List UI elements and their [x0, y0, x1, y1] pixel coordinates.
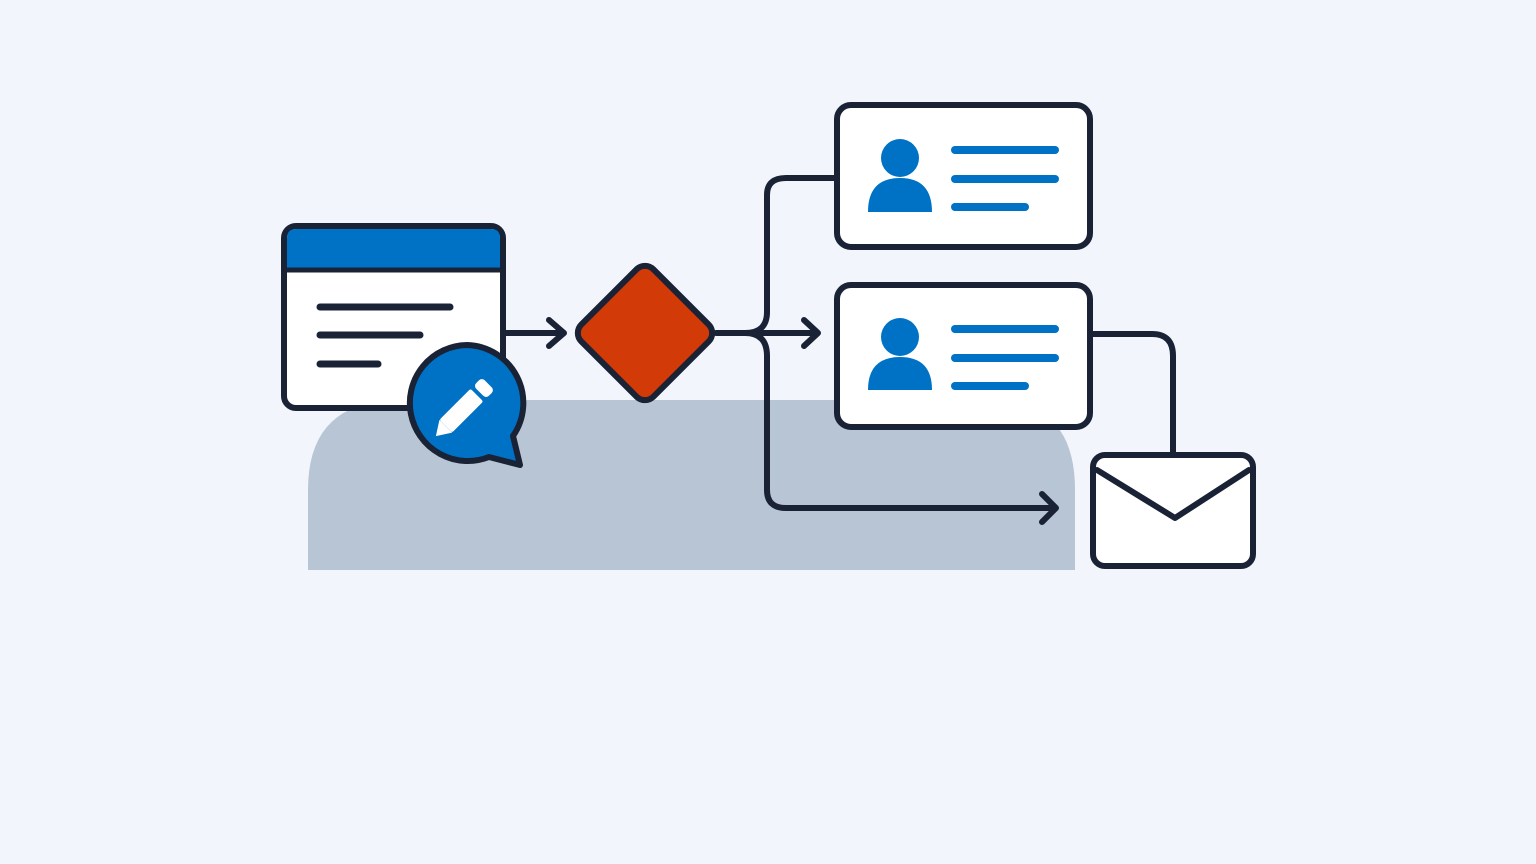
- edge-decision-to-email: [742, 330, 1057, 511]
- contact-card-1: [834, 102, 1093, 250]
- form-window-titlebar: [287, 229, 500, 270]
- diamond-icon: [574, 262, 716, 404]
- contact-card-2: [834, 282, 1093, 430]
- pencil-icon: [435, 379, 493, 437]
- arrowhead-email: [1039, 491, 1059, 525]
- user-icon: [868, 318, 932, 390]
- edge-card-2-to-email: [1085, 331, 1176, 458]
- connectors: [497, 175, 1176, 525]
- pencil-chat-icon: [406, 342, 527, 468]
- arrowhead-card-2: [801, 317, 821, 349]
- user-icon: [868, 139, 932, 212]
- edge-decision-to-card-1: [742, 175, 841, 336]
- envelope-icon: [1090, 452, 1256, 569]
- arrowhead-decision: [546, 317, 567, 349]
